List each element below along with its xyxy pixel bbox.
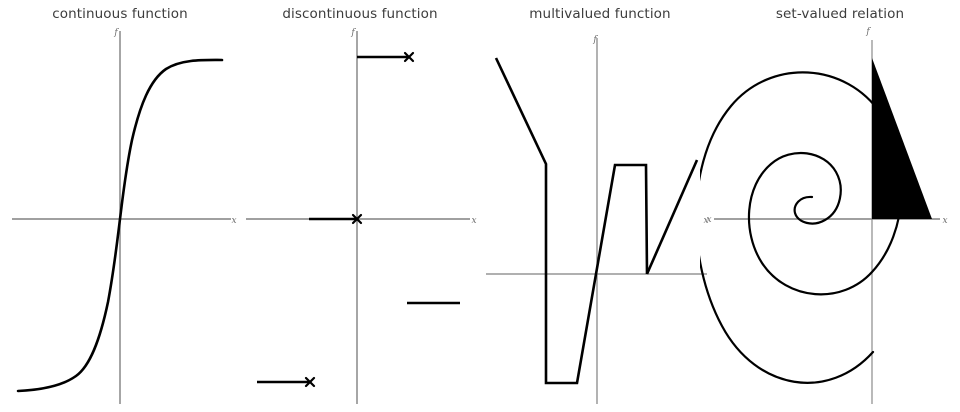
- plot-discontinuous-function: f x: [246, 28, 477, 404]
- multivalued-polyline: [494, 57, 649, 385]
- endpoint-x-marker-bottom: [304, 376, 316, 388]
- y-axis-label: f: [350, 28, 356, 38]
- panel-title-continuous: continuous function: [52, 6, 188, 22]
- x-axis-label-left: x: [703, 216, 708, 226]
- x-axis-label: x: [231, 216, 236, 226]
- y-axis-label: f: [865, 27, 871, 37]
- x-axis-label-right: x: [942, 216, 947, 226]
- spiral-curve: [700, 71, 903, 384]
- plot-continuous-function: f x: [12, 28, 237, 404]
- panel-set-valued-relation: set-valued relation f x x: [700, 0, 960, 412]
- x-axis-label: x: [706, 215, 711, 225]
- panel-title-multivalued: multivalued function: [529, 6, 671, 22]
- endpoint-x-marker-upper: [403, 51, 415, 63]
- multivalued-rising-branch: [645, 159, 699, 275]
- sigmoid-curve: [16, 58, 224, 393]
- x-axis-label: x: [471, 216, 476, 226]
- panel-title-discontinuous: discontinuous function: [282, 6, 438, 22]
- panel-discontinuous-function: discontinuous function: [240, 0, 480, 412]
- panel-title-set-valued: set-valued relation: [775, 6, 905, 22]
- y-axis-label: f: [592, 35, 598, 45]
- endpoint-x-marker-middle: [351, 213, 363, 225]
- plot-multivalued-function: f x: [486, 35, 712, 404]
- filled-triangle-region: [872, 58, 932, 219]
- panel-continuous-function: continuous function f x: [0, 0, 240, 412]
- plot-set-valued-relation: f x x: [700, 27, 948, 404]
- y-axis-label: f: [113, 28, 119, 38]
- panel-multivalued-function: multivalued function f x: [480, 0, 720, 412]
